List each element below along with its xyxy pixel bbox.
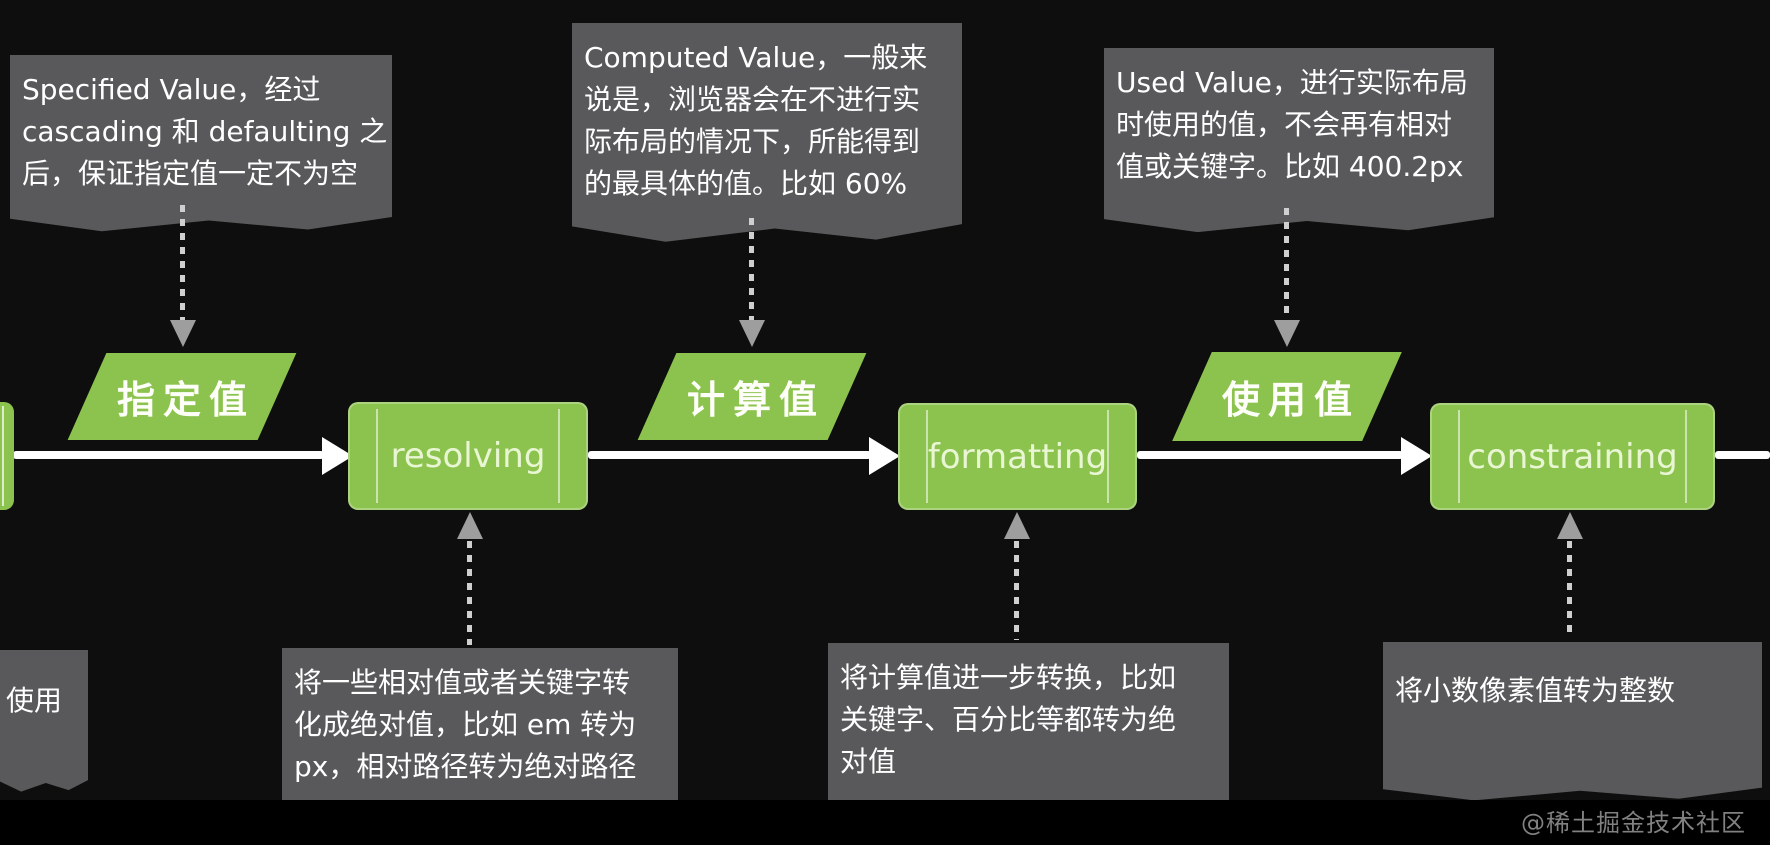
parallelogram-used-value: 使用值 — [1172, 352, 1402, 441]
callout-text-line: Used Value，进行实际布局 — [1116, 66, 1468, 99]
process-box-partial — [0, 402, 14, 510]
callout-text-line: px，相对路径转为绝对路径 — [294, 750, 637, 783]
process-box-resolving: resolving — [348, 402, 588, 510]
arrow-right-icon — [869, 437, 900, 475]
process-box-formatting: formatting — [898, 403, 1137, 510]
process-label: resolving — [390, 436, 546, 476]
callout-text-line: 时使用的值，不会再有相对 — [1116, 108, 1453, 141]
callout-text-line: 将小数像素值转为整数 — [1395, 674, 1676, 707]
flow-line — [1715, 451, 1770, 459]
callout-used-value: Used Value，进行实际布局 时使用的值，不会再有相对 值或关键字。比如 … — [1104, 48, 1494, 233]
dotted-connector — [180, 205, 185, 321]
callout-partial-left: 使用 — [0, 650, 88, 792]
process-label: constraining — [1467, 436, 1678, 477]
bottom-bar — [0, 800, 1770, 845]
callout-text-line: Specified Value，经过 — [22, 73, 321, 106]
process-inner-line — [558, 409, 560, 503]
process-box-constraining: constraining — [1430, 403, 1715, 510]
callout-text-line: 对值 — [840, 745, 897, 778]
parallelogram-label: 指定值 — [116, 378, 255, 422]
callout-text-line: 值或关键字。比如 400.2px — [1116, 150, 1464, 183]
process-inner-line — [376, 409, 378, 503]
callout-text-line: cascading 和 defaulting 之 — [22, 115, 388, 148]
parallelogram-computed-value: 计算值 — [637, 353, 867, 440]
callout-text-line: 的最具体的值。比如 60% — [584, 167, 908, 200]
arrow-right-icon — [322, 437, 353, 475]
dotted-connector — [1567, 541, 1572, 639]
parallelogram-label: 计算值 — [686, 378, 825, 422]
arrow-up-icon — [1004, 512, 1030, 539]
dotted-connector — [467, 541, 472, 645]
callout-text-line: 说是，浏览器会在不进行实 — [584, 83, 921, 116]
callout-text-line: 将计算值进一步转换，比如 — [840, 661, 1177, 694]
process-inner-line — [926, 410, 928, 503]
process-inner-line — [2, 406, 4, 506]
dotted-connector — [749, 218, 754, 321]
callout-text-line: 际布局的情况下，所能得到 — [584, 125, 921, 158]
parallelogram-label: 使用值 — [1221, 378, 1360, 422]
arrow-down-icon — [1274, 320, 1300, 347]
arrow-down-icon — [739, 320, 765, 347]
callout-text-line: 使用 — [6, 684, 63, 717]
callout-text-line: 后，保证指定值一定不为空 — [22, 157, 359, 190]
arrow-right-icon — [1401, 437, 1432, 475]
callout-constraining-note: 将小数像素值转为整数 — [1383, 642, 1762, 801]
process-inner-line — [1685, 410, 1687, 503]
callout-text-line: 将一些相对值或者关键字转 — [294, 666, 631, 699]
watermark: @稀土掘金技术社区 — [1521, 809, 1746, 837]
parallelogram-specified-value: 指定值 — [67, 353, 297, 440]
flow-line — [13, 451, 324, 459]
arrow-up-icon — [457, 512, 483, 539]
process-label: formatting — [927, 436, 1108, 477]
callout-resolving-note: 将一些相对值或者关键字转 化成绝对值，比如 em 转为 px，相对路径转为绝对路… — [282, 648, 678, 823]
process-inner-line — [1458, 410, 1460, 503]
callout-text-line: 化成绝对值，比如 em 转为 — [294, 708, 637, 741]
dotted-connector — [1284, 208, 1289, 321]
callout-text-line: Computed Value，一般来 — [584, 41, 928, 74]
callout-computed-value: Computed Value，一般来 说是，浏览器会在不进行实 际布局的情况下，… — [572, 23, 962, 242]
process-inner-line — [1107, 410, 1109, 503]
flow-line — [1137, 451, 1403, 459]
flow-line — [588, 451, 871, 459]
arrow-down-icon — [170, 320, 196, 347]
callout-formatting-note: 将计算值进一步转换，比如 关键字、百分比等都转为绝 对值 — [828, 643, 1229, 818]
arrow-up-icon — [1557, 512, 1583, 539]
callout-text-line: 关键字、百分比等都转为绝 — [840, 703, 1177, 736]
callout-specified-value: Specified Value，经过 cascading 和 defaultin… — [10, 55, 392, 232]
dotted-connector — [1014, 541, 1019, 640]
